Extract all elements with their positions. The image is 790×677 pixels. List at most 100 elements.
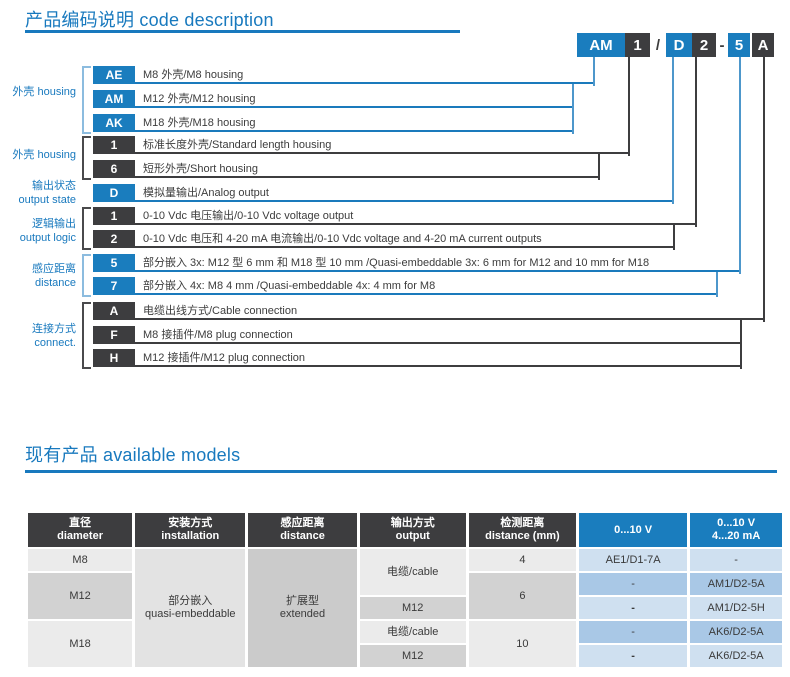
cell-output: 电缆/cable [359,621,466,643]
code-description: 0-10 Vdc 电压和 4-20 mA 电流输出/0-10 Vdc volta… [143,233,542,245]
group-label-sensing-distance: 感应距离 distance [32,263,76,289]
code-box: AM [93,90,135,108]
code-row: 5 部分嵌入 3x: M12 型 6 mm 和 M18 型 10 mm /Qua… [93,254,739,272]
code-box: 2 [93,230,135,248]
code-box: A [93,302,135,320]
group-bracket [82,136,91,180]
code-box: 1 [93,207,135,225]
code-row: D 模拟量输出/Analog output [93,184,672,202]
header-diameter: 直径 diameter [28,513,133,547]
code-box: 1 [93,136,135,154]
table-row: M8 部分嵌入 quasi-embeddable 扩展型 extended 电缆… [28,549,782,667]
title-rule [25,470,777,473]
table-header-row: 直径 diameter 安装方式 installation 感应距离 dista… [28,513,782,547]
connector-line [672,57,674,204]
connector-line [716,272,718,297]
code-description: M12 接插件/M12 plug connection [143,352,306,364]
cell-diameter: M8 [28,549,133,571]
cell-diameter: M12 [28,573,133,619]
cell-model-0-10v-4-20ma: AK6/D2-5A [690,645,782,667]
code-description: 标准长度外壳/Standard length housing [143,139,332,151]
cell-model-0-10v: - [579,573,688,595]
cell-detect: 6 [468,573,577,619]
code-description: 部分嵌入 4x: M8 4 mm /Quasi-embeddable 4x: 4… [143,280,436,292]
code-row: H M12 接插件/M12 plug connection [93,349,740,367]
header-installation: 安装方式 installation [135,513,246,547]
code-box: H [93,349,135,367]
cell-diameter: M18 [28,621,133,667]
header-0-10v-4-20ma: 0...10 V 4...20 mA [690,513,782,547]
code-separator: / [655,36,661,54]
code-row: 1 0-10 Vdc 电压输出/0-10 Vdc voltage output [93,207,695,225]
code-description: 模拟量输出/Analog output [143,187,269,199]
group-bracket [82,302,91,369]
cell-model-0-10v-4-20ma: AK6/D2-5A [690,621,782,643]
code-row: 2 0-10 Vdc 电压和 4-20 mA 电流输出/0-10 Vdc vol… [93,230,673,248]
connector-line [598,154,600,180]
cell-installation: 部分嵌入 quasi-embeddable [135,549,246,667]
code-row: 1 标准长度外壳/Standard length housing [93,136,628,154]
cell-model-0-10v-4-20ma: - [690,549,782,571]
table-row: M12 - AK6/D2-5A [28,645,782,667]
code-description: M8 接插件/M8 plug connection [143,329,293,341]
group-label-connection: 连接方式 connect. [32,323,76,349]
cell-model-0-10v: - [579,597,688,619]
code-description: M12 外壳/M12 housing [143,93,256,105]
code-description: 部分嵌入 3x: M12 型 6 mm 和 M18 型 10 mm /Quasi… [143,257,650,269]
connector-line [695,57,697,227]
group-bracket [82,254,91,297]
available-models-table: 直径 diameter 安装方式 installation 感应距离 dista… [25,511,785,669]
cell-detect: 10 [468,621,577,667]
cell-model-0-10v: AE1/D1-7A [579,549,688,571]
example-code-strip: AM 1 / D 2 - 5 A [577,33,774,57]
cell-output: 电缆/cable [359,549,466,595]
connector-line [572,84,574,134]
group-label-output-state: 输出状态 output state [18,180,77,206]
code-description: 0-10 Vdc 电压输出/0-10 Vdc voltage output [143,210,354,222]
code-description: M18 外壳/M18 housing [143,117,256,129]
code-box: 7 [93,277,135,295]
group-label-housing-length: 外壳 housing [12,149,76,161]
code-description: M8 外壳/M8 housing [143,69,244,81]
header-detect-distance: 检测距离 distance (mm) [468,513,577,547]
connector-line [739,57,741,274]
code-section-title: 产品编码说明 code description [25,10,274,30]
table-row: M18 电缆/cable 10 - AK6/D2-5A [28,621,782,667]
header-0-10v: 0...10 V [579,513,688,547]
connector-line [740,320,742,369]
cell-output: M12 [359,645,466,667]
cell-model-0-10v: - [579,645,688,667]
connector-line [628,57,630,156]
header-sensing-distance: 感应距离 distance [248,513,357,547]
code-description: 电缆出线方式/Cable connection [143,305,298,317]
code-separator: - [719,36,725,54]
group-bracket [82,66,91,134]
code-row: F M8 接插件/M8 plug connection [93,326,740,344]
code-description: 短形外壳/Short housing [143,163,258,175]
code-segment: 5 [728,33,750,57]
table-row: M12 - AM1/D2-5H [28,597,782,619]
group-label-output-logic: 逻辑输出 output logic [19,218,76,244]
code-row: AK M18 外壳/M18 housing [93,114,572,132]
cell-output: M12 [359,597,466,619]
code-segment: AM [577,33,625,57]
cell-detect: 4 [468,549,577,571]
title-rule [25,30,460,33]
connector-line [593,57,595,86]
cell-model-0-10v: - [579,621,688,643]
code-segment: D [666,33,692,57]
code-box: F [93,326,135,344]
code-box: 6 [93,160,135,178]
connector-line [673,225,675,250]
code-box: D [93,184,135,202]
code-segment: 2 [692,33,716,57]
connector-line [763,57,765,322]
code-box: AE [93,66,135,84]
code-box: AK [93,114,135,132]
code-row: 7 部分嵌入 4x: M8 4 mm /Quasi-embeddable 4x:… [93,277,716,295]
code-row: A 电缆出线方式/Cable connection [93,302,763,320]
cell-model-0-10v-4-20ma: AM1/D2-5H [690,597,782,619]
cell-sensing-distance: 扩展型 extended [248,549,357,667]
code-row: 6 短形外壳/Short housing [93,160,598,178]
code-box: 5 [93,254,135,272]
